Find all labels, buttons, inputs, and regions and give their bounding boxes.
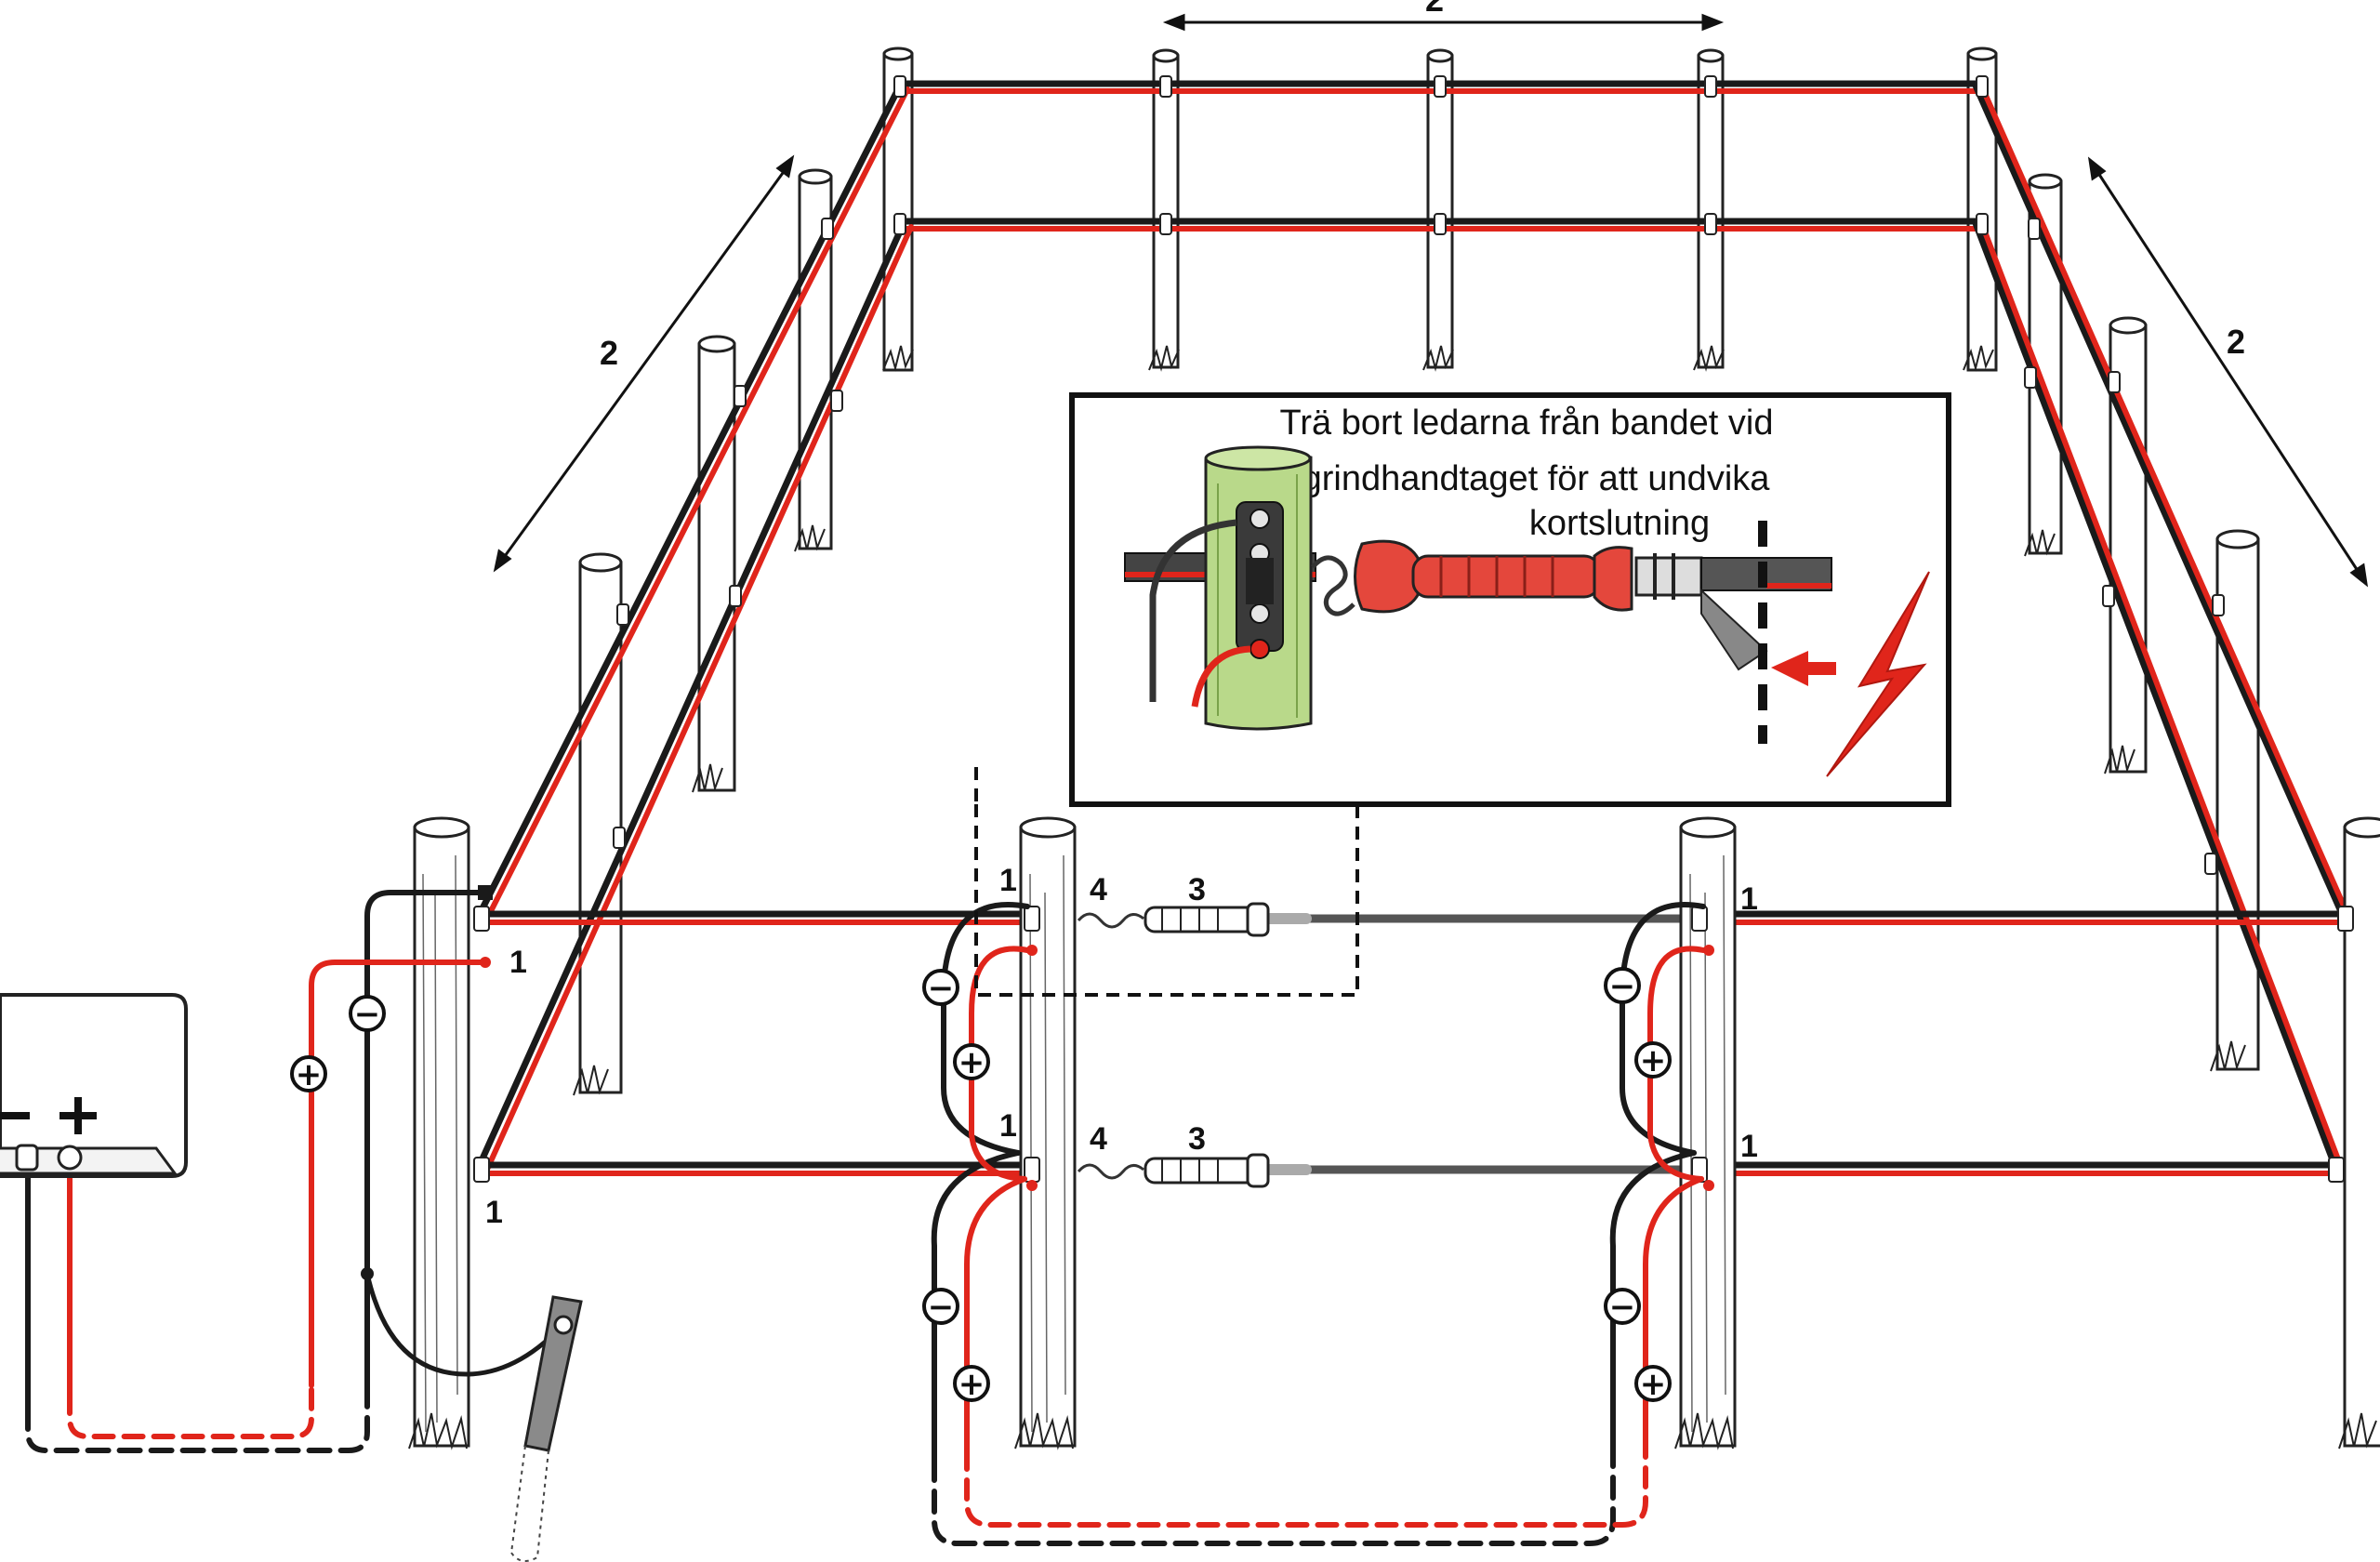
label-spacing-right: 2 (2227, 323, 2245, 361)
badge-negative-gate-left-top: − (922, 969, 959, 1007)
tape-left-bottom (475, 219, 907, 1171)
ground-rod (510, 1295, 583, 1562)
tape-left-top (480, 82, 904, 910)
svg-text:−: − (928, 970, 955, 1007)
energizer-terminal-positive (57, 1145, 83, 1171)
cable-ground (364, 1271, 570, 1377)
post-right-3 (2215, 529, 2260, 1071)
lightning-bolt-icon (1826, 571, 1930, 777)
svg-text:−: − (1609, 1289, 1636, 1326)
polarity-badges: + − − + − + − + − + (290, 967, 1672, 1403)
cable-underground-positive (964, 1448, 1648, 1528)
svg-text:+: + (959, 1044, 985, 1081)
badge-negative-energizer: − (349, 995, 386, 1033)
label-connector-gate-left-top: 1 (999, 863, 1017, 898)
callout-gate-handle (1354, 539, 1633, 614)
badge-positive-gate-left-top: + (953, 1043, 990, 1081)
post-gate-right (1679, 816, 1737, 1448)
cable-gate-left-positive (969, 946, 1030, 1182)
callout-post (1204, 445, 1313, 731)
energizer-plus-icon (60, 1097, 97, 1134)
gate-handle-bottom (1077, 1153, 1270, 1188)
label-hook-bottom: 4 (1090, 1121, 1107, 1157)
callout-line-1: Trä bort ledarna från bandet vid (1280, 404, 1774, 443)
red-arrow-left-icon (1771, 651, 1836, 686)
svg-text:−: − (354, 996, 381, 1033)
badge-negative-gate-right-bottom: − (1604, 1288, 1641, 1326)
svg-text:+: + (959, 1366, 985, 1403)
label-spacing-back: 2 (1425, 0, 1444, 19)
svg-text:−: − (1609, 968, 1636, 1005)
svg-text:+: + (1640, 1042, 1667, 1079)
badge-positive-gate-left-bottom: + (953, 1365, 990, 1403)
label-connector-energizer: 1 (509, 945, 527, 980)
label-connector-left-corner: 1 (485, 1195, 503, 1230)
energizer-box (0, 993, 188, 1178)
tape-right-bottom (1972, 219, 2337, 1166)
label-connector-gate-right-top: 1 (1740, 881, 1758, 917)
badge-positive-gate-right-bottom: + (1634, 1365, 1672, 1403)
svg-text:+: + (296, 1056, 323, 1093)
callout-line-3: kortslutning (1529, 504, 1710, 543)
label-connector-gate-right-bottom: 1 (1740, 1129, 1758, 1164)
label-spacing-left: 2 (600, 334, 618, 372)
number-labels: 1 1 1 1 1 1 4 4 3 3 (485, 863, 1758, 1230)
gate-handle-top (1077, 902, 1270, 937)
svg-text:−: − (928, 1289, 955, 1326)
insulators (473, 75, 2354, 1183)
label-hook-top: 4 (1090, 872, 1107, 907)
cable-positive-to-fence (309, 960, 486, 1388)
dimension-arrows: 2 2 2 (493, 0, 2369, 588)
label-gate-handle-top: 3 (1188, 872, 1206, 907)
callout-box: Trä bort ledarna från bandet vid grindha… (1069, 392, 1951, 807)
badge-positive-energizer: + (290, 1055, 327, 1093)
grass-tufts (408, 345, 2377, 1450)
post-back-4 (1697, 48, 1725, 369)
post-left-2 (697, 335, 736, 792)
cable-negative-to-fence (364, 890, 486, 1407)
energizer-terminal-negative (15, 1144, 39, 1172)
post-back-3 (1426, 48, 1454, 369)
badge-positive-gate-right-top: + (1634, 1041, 1672, 1079)
cable-underground-negative (932, 1457, 1616, 1546)
post-left-3 (578, 552, 623, 1094)
label-connector-gate-left-bottom: 1 (999, 1108, 1017, 1144)
badge-negative-gate-right-top: − (1604, 967, 1641, 1005)
callout-line-2: grindhandtaget för att undvika (1302, 459, 1771, 498)
post-back-2 (1152, 48, 1180, 369)
callout-indicator-box (974, 804, 1359, 997)
energizer-minus-icon (0, 1112, 30, 1119)
post-front-left-corner (413, 816, 470, 1448)
badge-negative-gate-left-bottom: − (922, 1288, 959, 1326)
connection-cables (25, 885, 1714, 1546)
cable-gate-right-positive (1647, 946, 1706, 1182)
svg-text:+: + (1640, 1366, 1667, 1403)
label-gate-handle-bottom: 3 (1188, 1121, 1206, 1157)
